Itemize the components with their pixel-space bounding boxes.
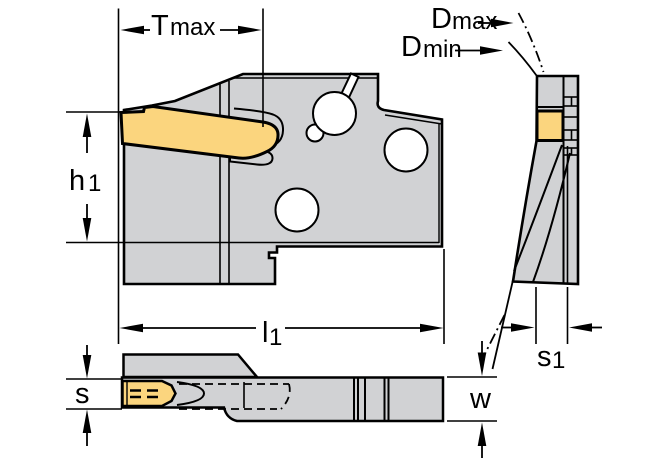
dmin-curve-top	[507, 41, 538, 77]
label-l1-main: l	[262, 317, 269, 349]
insert-side	[535, 109, 565, 142]
top-back-block	[122, 353, 260, 379]
ext-lines-s	[66, 378, 122, 410]
mount-hole-bottom	[274, 187, 320, 233]
mount-hole-right	[383, 127, 429, 173]
dim-dmax-leader	[478, 18, 514, 28]
clamp-nose-outline	[233, 107, 285, 148]
label-h1-sub: 1	[88, 170, 102, 197]
insert-front	[119, 104, 280, 160]
label-s1-sub: 1	[552, 347, 566, 374]
dim-h1	[82, 113, 92, 242]
label-s-main: s	[75, 378, 90, 410]
front-body	[122, 72, 444, 286]
insert-top	[121, 379, 177, 408]
label-dmin-main: D	[401, 31, 422, 63]
dmax-centerline-top	[517, 12, 545, 73]
top-view	[120, 353, 445, 423]
top-bar	[120, 376, 445, 423]
label-dmin-sub: min	[423, 36, 462, 63]
label-dmax-main: D	[431, 3, 452, 35]
blade-curve-back	[532, 152, 571, 283]
insert-hidden-dashes	[130, 389, 162, 399]
dim-s1	[501, 323, 602, 332]
dim-l1	[119, 323, 444, 333]
blade-curve-front	[513, 144, 563, 272]
label-w-main: w	[470, 383, 491, 415]
label-h1-main: h	[69, 165, 86, 197]
side-serration	[564, 96, 578, 156]
ext-lines-w	[447, 376, 497, 422]
label-tmax-sub: max	[170, 14, 216, 41]
dim-dmin-leader	[455, 46, 503, 55]
label-l1-sub: 1	[269, 324, 283, 351]
hidden-seat-lines	[179, 383, 291, 410]
dimensions	[66, 8, 602, 458]
dmax-centerline-bottom	[481, 314, 506, 359]
label-dmax-sub: max	[452, 8, 498, 35]
mount-hole-top	[312, 91, 357, 136]
seat-curve	[176, 381, 206, 406]
ext-lines-s1	[535, 287, 569, 344]
label-s1-main: s	[537, 341, 552, 373]
side-view	[481, 12, 580, 370]
dim-w	[477, 341, 487, 458]
label-tmax-main: T	[151, 10, 169, 42]
shank-end-lines	[353, 378, 390, 421]
dim-tmax	[120, 25, 262, 35]
dim-s	[82, 345, 92, 446]
front-view	[66, 72, 444, 286]
dmin-curve-bottom	[491, 279, 514, 370]
slant-edge-inner-line	[384, 114, 443, 125]
